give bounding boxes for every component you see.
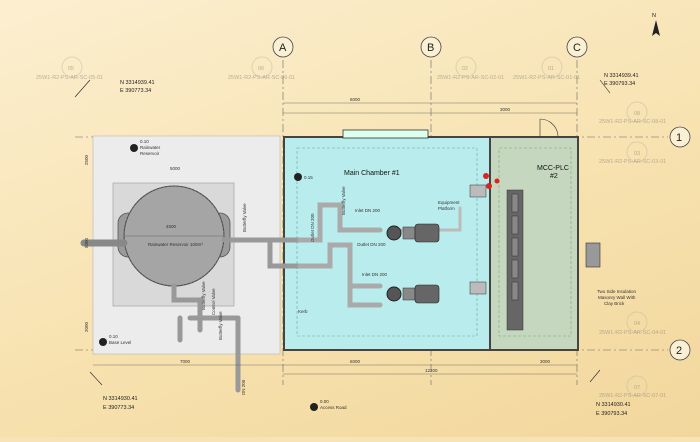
dim-label: 3000 <box>540 359 551 364</box>
faint-marker-ref: 25W1-R2-PS-AR-SC-05-01 <box>36 75 103 81</box>
faint-marker-ref: 25W1-R2-PS-AR-SC-04-01 <box>599 330 666 336</box>
mcc-plc-room <box>489 136 579 351</box>
faint-marker-num: 03 <box>634 151 640 157</box>
faint-marker-num: 07 <box>634 385 640 391</box>
equip-label: Platform <box>438 206 455 211</box>
mcc-inner-outline <box>498 147 572 337</box>
vlabel: Butterfly Valve <box>201 281 206 310</box>
tank-dim: 4500 <box>166 224 177 229</box>
left-dimensions: 2500 5000 2000 5000 <box>84 154 181 332</box>
pump-1 <box>386 223 440 243</box>
mcc-plc-label: MCC-PLC <box>537 165 569 172</box>
bottom-dimensions: 7000 6000 12200 3000 <box>93 359 577 375</box>
grid-label: B <box>427 42 434 54</box>
coord: E 390793.34 <box>604 81 635 87</box>
vlabel: Control Valve <box>211 288 216 315</box>
grid-label: A <box>279 42 287 54</box>
equip-label: Kerb <box>298 309 308 314</box>
dim-label: 7000 <box>180 359 191 364</box>
vlabel: Butterfly Valve <box>341 186 346 215</box>
faint-marker-ref: 25W1-R2-PS-AR-SC-01-01 <box>513 75 580 81</box>
coord: E 390773.34 <box>120 88 151 94</box>
equip-label: Inlet DN 200 <box>355 208 381 213</box>
coord: N 3314939.41 <box>120 80 155 86</box>
vertical-labels: Butterfly Valve Butterfly Valve Control … <box>201 186 346 395</box>
faint-marker-ref: 25W1-R2-PS-AR-SC-06-01 <box>228 75 295 81</box>
note: 0.10 <box>140 139 149 144</box>
coord: E 390793.34 <box>596 411 627 417</box>
note: 0.00 <box>320 399 329 404</box>
dim-label: 5000 <box>84 237 89 248</box>
note: Clay Brick <box>604 301 625 306</box>
coordinate-tags: N 3314939.41 E 390773.34 N 3314939.41 E … <box>74 73 639 417</box>
top-window <box>342 129 429 139</box>
tank-label: Rainwater Reservoir 100m³ <box>148 242 203 247</box>
faint-marker-num: 06 <box>258 66 264 72</box>
faint-marker-num: 01 <box>548 66 554 72</box>
faint-marker-num: 02 <box>462 66 468 72</box>
coord: N 3314930.41 <box>596 402 631 408</box>
equip-label: Inlet DN 200 <box>362 272 388 277</box>
grid-bubble-1: 1 <box>669 126 691 148</box>
main-chamber-room <box>283 136 491 351</box>
mcc-plc-label-number: #2 <box>550 173 558 180</box>
dim-label: 2500 <box>84 154 89 165</box>
note: Access Road <box>320 405 347 410</box>
dim-label: 5000 <box>170 166 181 171</box>
faint-marker-num: 05 <box>68 66 74 72</box>
main-chamber-label: Main Chamber #1 <box>344 170 400 177</box>
coord: E 390773.34 <box>103 405 134 411</box>
note: Two Side Insulation <box>597 289 637 294</box>
grid-label: C <box>573 42 581 54</box>
note: Reservoir <box>140 151 160 156</box>
vlabel: Outlet DN 200 <box>310 213 315 242</box>
note: Rainwater <box>140 145 161 150</box>
grid-label: 1 <box>676 132 682 144</box>
vlabel: DN 200 <box>241 379 246 395</box>
dim-label: 6000 <box>350 359 361 364</box>
dim-label: 12200 <box>425 368 438 373</box>
top-dimensions: 6000 3000 <box>283 97 577 114</box>
equipment-labels: Inlet DN 200 Outlet DN 200 Inlet DN 200 … <box>298 200 460 314</box>
grid-bubble-b: B <box>420 36 442 58</box>
faint-marker-num: 08 <box>634 111 640 117</box>
dim-label: 2000 <box>84 321 89 332</box>
door-swing-icon <box>539 118 559 138</box>
pad-notes: 0.10 Rainwater Reservoir 0.10 Base Level… <box>99 139 637 411</box>
faint-marker-ref: 25W1-R2-PS-AR-SC-08-01 <box>599 119 666 125</box>
mcc-panels <box>506 189 524 331</box>
grid-bubble-c: C <box>566 36 588 58</box>
equipment-box-lower <box>469 281 487 295</box>
equipment-platform-box <box>469 184 487 198</box>
faint-marker-ref: 25W1-R2-PS-AR-SC-07-01 <box>599 393 666 399</box>
vlabel: Butterfly Valve <box>242 203 247 232</box>
dim-label: 3000 <box>500 107 511 112</box>
equip-label: Equipment <box>438 200 460 205</box>
faint-marker-ref: 25W1-R2-PS-AR-SC-03-01 <box>599 159 666 165</box>
north-label: N <box>652 13 656 19</box>
north-arrow-icon: N <box>652 13 660 36</box>
vlabel: Butterfly Valve <box>218 311 223 340</box>
equip-label: Outlet DN 200 <box>357 242 386 247</box>
pump-2 <box>386 284 440 304</box>
note: 0.10 <box>109 334 118 339</box>
faint-marker-num: 04 <box>634 321 640 327</box>
grid-label: 2 <box>676 345 682 357</box>
faint-section-markers: 05 25W1-R2-PS-AR-SC-05-01 06 25W1-R2-PS-… <box>36 56 666 399</box>
note: 0.15 <box>304 175 313 180</box>
grid-bubble-a: A <box>272 36 294 58</box>
coord: N 3314939.41 <box>604 73 639 79</box>
coord: N 3314930.41 <box>103 396 138 402</box>
dim-label: 6000 <box>350 97 361 102</box>
note: Masonry Wall With <box>598 295 636 300</box>
grid-bubble-2: 2 <box>669 339 691 361</box>
note: Base Level <box>109 340 131 345</box>
wall-ac-unit <box>585 242 601 268</box>
faint-marker-ref: 25W1-R2-PS-AR-SC-02-01 <box>437 75 504 81</box>
